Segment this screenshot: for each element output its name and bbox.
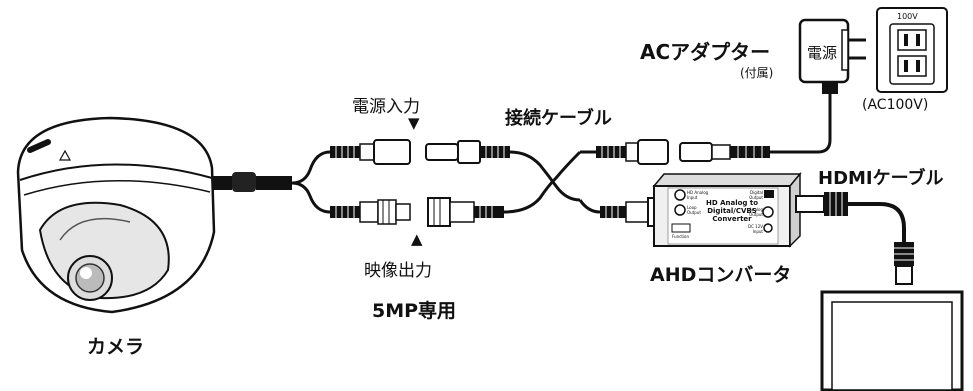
- hdmi-cable-graphic: [795, 192, 914, 285]
- connection-cable: [425, 139, 669, 227]
- camera-power-pigtail: [330, 139, 411, 165]
- converter-title-line3: Converter: [712, 215, 752, 223]
- port-dc-label: DC 12V Input: [748, 224, 763, 234]
- camera-label: カメラ: [87, 336, 145, 358]
- outlet-voltage-label: 100V: [897, 12, 918, 21]
- converter-title: HD Analog to Digital/CVBS Converter: [702, 199, 762, 223]
- dome-camera: [16, 116, 292, 314]
- hdmi-cable-label: HDMIケーブル: [818, 168, 944, 189]
- ahd-converter-label: AHDコンバータ: [650, 264, 792, 286]
- converter-title-line2: Digital/CVBS: [707, 207, 757, 215]
- port-digital-label: Digital Output: [749, 190, 763, 200]
- port-analog-label: Analog Output: [749, 207, 763, 217]
- connection-cable-label: 接続ケーブル: [505, 108, 612, 129]
- ac-adapter-label: ACアダプター: [640, 40, 771, 64]
- wall-outlet: [876, 7, 948, 93]
- camera-bnc-pigtail: [330, 199, 411, 225]
- video-output-arrow: ▲: [411, 230, 423, 248]
- outlet-caption: (AC100V): [862, 97, 929, 113]
- port-function-label: Function: [672, 234, 690, 239]
- port-loop-label: Loop Output: [687, 205, 701, 215]
- camera-cables: [291, 150, 331, 214]
- power-input-arrow: ▼: [408, 114, 420, 132]
- converter-title-line1: HD Analog to: [705, 199, 759, 207]
- port-hd-analog-label: HD Analog Input: [687, 190, 709, 200]
- power-input-label: 電源入力: [352, 97, 420, 117]
- ac-adapter: [679, 18, 866, 162]
- five-mp-label: 5MP専用: [372, 300, 457, 322]
- video-output-label: 映像出力: [364, 261, 432, 281]
- ac-adapter-note: (付属): [740, 66, 774, 80]
- ahd-converter-box: [652, 171, 802, 248]
- adapter-body-label: 電源: [807, 44, 838, 62]
- monitor: [820, 290, 964, 391]
